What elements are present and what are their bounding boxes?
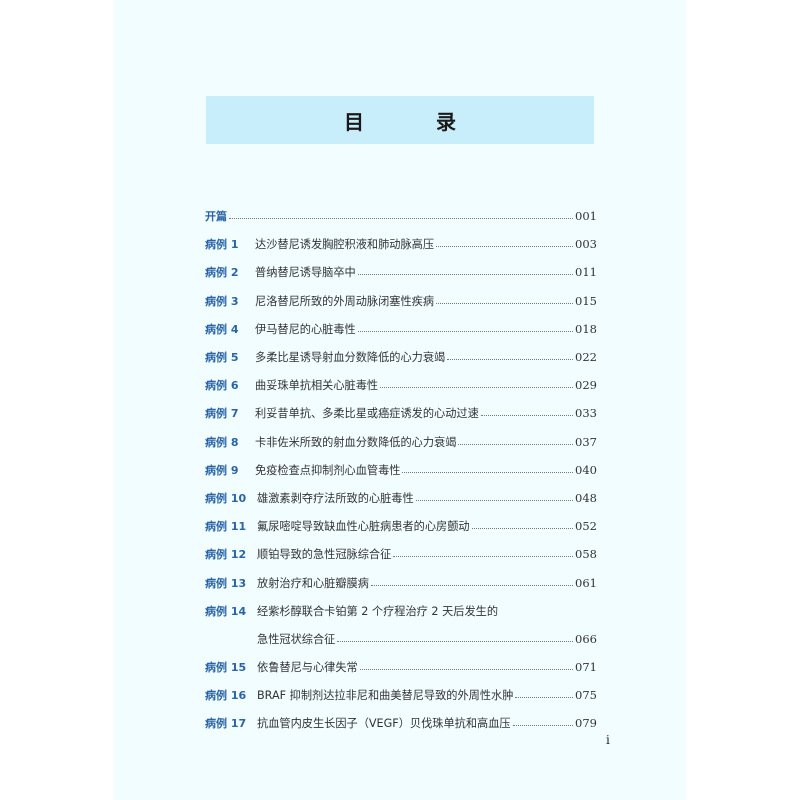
dot-leader — [357, 330, 574, 332]
toc-label: 病例 7 — [205, 407, 239, 421]
toc-page-number: 033 — [575, 406, 597, 421]
toc-title: 雄激素剥夺疗法所致的心脏毒性 — [257, 491, 414, 505]
toc-label: 病例 2 — [205, 266, 239, 280]
toc-title: 伊马替尼的心脏毒性 — [255, 322, 356, 336]
toc-page-number: 029 — [575, 378, 597, 393]
toc-label: 病例 12 — [205, 548, 247, 562]
toc-title-continuation: 急性冠状综合征 — [257, 632, 336, 646]
dot-leader — [380, 386, 574, 389]
toc-page-number: 037 — [575, 434, 597, 449]
toc-row[interactable]: 病例 11 氟尿嘧啶导致缺血性心脏病患者的心房颤动 052 — [205, 512, 597, 540]
dot-leader — [393, 555, 574, 558]
toc-label: 病例 3 — [205, 294, 239, 308]
toc-page-number: 001 — [575, 209, 597, 224]
toc-label: 病例 1 — [205, 238, 239, 252]
toc-row[interactable]: 病例 6 曲妥珠单抗相关心脏毒性 029 — [205, 371, 597, 399]
toc-row[interactable]: 病例 9 免疫检查点抑制剂心血管毒性 040 — [205, 456, 597, 484]
toc-label: 病例 15 — [205, 661, 247, 675]
toc-title: 氟尿嘧啶导致缺血性心脏病患者的心房颤动 — [257, 520, 470, 534]
toc-title: 免疫检查点抑制剂心血管毒性 — [255, 463, 401, 477]
dot-leader — [402, 471, 574, 473]
toc-title: 达沙替尼诱发胸腔积液和肺动脉高压 — [255, 238, 435, 252]
toc-row[interactable]: 病例 3 尼洛替尼所致的外周动脉闭塞性疾病 015 — [205, 287, 597, 315]
toc-row-continuation[interactable]: 急性冠状综合征 066 — [205, 625, 597, 653]
toc-title: BRAF 抑制剂达拉非尼和曲美替尼导致的外周性水肿 — [257, 689, 514, 703]
dot-leader — [337, 640, 574, 642]
toc-label: 病例 10 — [205, 491, 247, 505]
toc-page-number: 058 — [575, 547, 597, 562]
toc-row[interactable]: 病例 17 抗血管内皮生长因子（VEGF）贝伐珠单抗和高血压 079 — [205, 709, 597, 737]
toc-page-number: 075 — [575, 688, 597, 703]
toc-row[interactable]: 病例 12 顺铂导致的急性冠脉综合征 058 — [205, 540, 597, 568]
toc-title: 顺铂导致的急性冠脉综合征 — [257, 548, 392, 562]
dot-leader — [370, 584, 574, 586]
toc-label: 病例 14 — [205, 604, 247, 618]
toc-title: 利妥昔单抗、多柔比星或癌症诱发的心动过速 — [255, 407, 479, 421]
toc-row[interactable]: 病例 2 普纳替尼诱导脑卒中 011 — [205, 258, 597, 286]
toc-label: 病例 6 — [205, 379, 239, 393]
dot-leader — [357, 273, 574, 276]
toc-row[interactable]: 病例 8 卡非佐米所致的射血分数降低的心力衰竭 037 — [205, 428, 597, 456]
toc-label: 病例 13 — [205, 576, 247, 590]
dot-leader — [458, 443, 574, 445]
toc-title-band: 目 录 — [206, 96, 594, 144]
dot-leader — [471, 527, 574, 530]
toc-title: 尼洛替尼所致的外周动脉闭塞性疾病 — [255, 294, 435, 308]
toc-title: 曲妥珠单抗相关心脏毒性 — [255, 379, 379, 393]
toc-title: 经紫杉醇联合卡铂第 2 个疗程治疗 2 天后发生的 — [257, 604, 499, 618]
toc-row-intro[interactable]: 开篇 001 — [205, 202, 597, 230]
toc-page-number: 003 — [575, 237, 597, 252]
toc-title: 卡非佐米所致的射血分数降低的心力衰竭 — [255, 435, 457, 449]
toc-title: 抗血管内皮生长因子（VEGF）贝伐珠单抗和高血压 — [257, 717, 511, 731]
dot-leader — [515, 696, 574, 699]
toc-row[interactable]: 病例 1 达沙替尼诱发胸腔积液和肺动脉高压 003 — [205, 230, 597, 258]
toc-label: 病例 4 — [205, 322, 239, 336]
dot-leader — [480, 414, 574, 417]
toc-page-number: 079 — [575, 716, 597, 731]
page-folio: i — [606, 733, 610, 747]
toc-page-number: 052 — [575, 519, 597, 534]
toc-title: 普纳替尼诱导脑卒中 — [255, 266, 356, 280]
dot-leader — [415, 499, 574, 501]
toc-label: 开篇 — [205, 210, 227, 224]
toc-page-number: 018 — [575, 321, 597, 336]
toc-row[interactable]: 病例 10 雄激素剥夺疗法所致的心脏毒性 048 — [205, 484, 597, 512]
toc-row[interactable]: 病例 7 利妥昔单抗、多柔比星或癌症诱发的心动过速 033 — [205, 399, 597, 427]
toc-label: 病例 9 — [205, 463, 239, 477]
table-of-contents: 开篇 001 病例 1 达沙替尼诱发胸腔积液和肺动脉高压 003 病例 2 普纳替尼诱… — [205, 202, 597, 738]
toc-page-number: 022 — [575, 350, 597, 365]
toc-title: 依鲁替尼与心律失常 — [257, 661, 358, 675]
toc-page-number: 061 — [575, 575, 597, 590]
toc-page-number: 071 — [575, 660, 597, 675]
toc-row[interactable]: 病例 16 BRAF 抑制剂达拉非尼和曲美替尼导致的外周性水肿 075 — [205, 681, 597, 709]
toc-label: 病例 17 — [205, 717, 247, 731]
toc-page-number: 040 — [575, 462, 597, 477]
dot-leader — [512, 724, 574, 727]
toc-page-number: 011 — [575, 265, 597, 280]
toc-row[interactable]: 病例 14 经紫杉醇联合卡铂第 2 个疗程治疗 2 天后发生的 — [205, 597, 597, 625]
toc-row[interactable]: 病例 13 放射治疗和心脏瓣膜病 061 — [205, 568, 597, 596]
toc-row[interactable]: 病例 4 伊马替尼的心脏毒性 018 — [205, 315, 597, 343]
toc-title: 多柔比星诱导射血分数降低的心力衰竭 — [255, 351, 446, 365]
toc-row[interactable]: 病例 15 依鲁替尼与心律失常 071 — [205, 653, 597, 681]
dot-leader — [436, 245, 574, 248]
toc-row[interactable]: 病例 5 多柔比星诱导射血分数降低的心力衰竭 022 — [205, 343, 597, 371]
dot-leader — [447, 358, 574, 361]
toc-page-number: 048 — [575, 490, 597, 505]
toc-label: 病例 16 — [205, 689, 247, 703]
dot-leader — [359, 668, 574, 671]
toc-label: 病例 5 — [205, 351, 239, 365]
dot-leader — [229, 217, 574, 220]
toc-title: 放射治疗和心脏瓣膜病 — [257, 576, 369, 590]
dot-leader — [436, 302, 574, 304]
toc-label: 病例 8 — [205, 435, 239, 449]
toc-page-number: 066 — [575, 631, 597, 646]
toc-page-number: 015 — [575, 293, 597, 308]
toc-label: 病例 11 — [205, 520, 247, 534]
page-title: 目 录 — [344, 109, 482, 134]
